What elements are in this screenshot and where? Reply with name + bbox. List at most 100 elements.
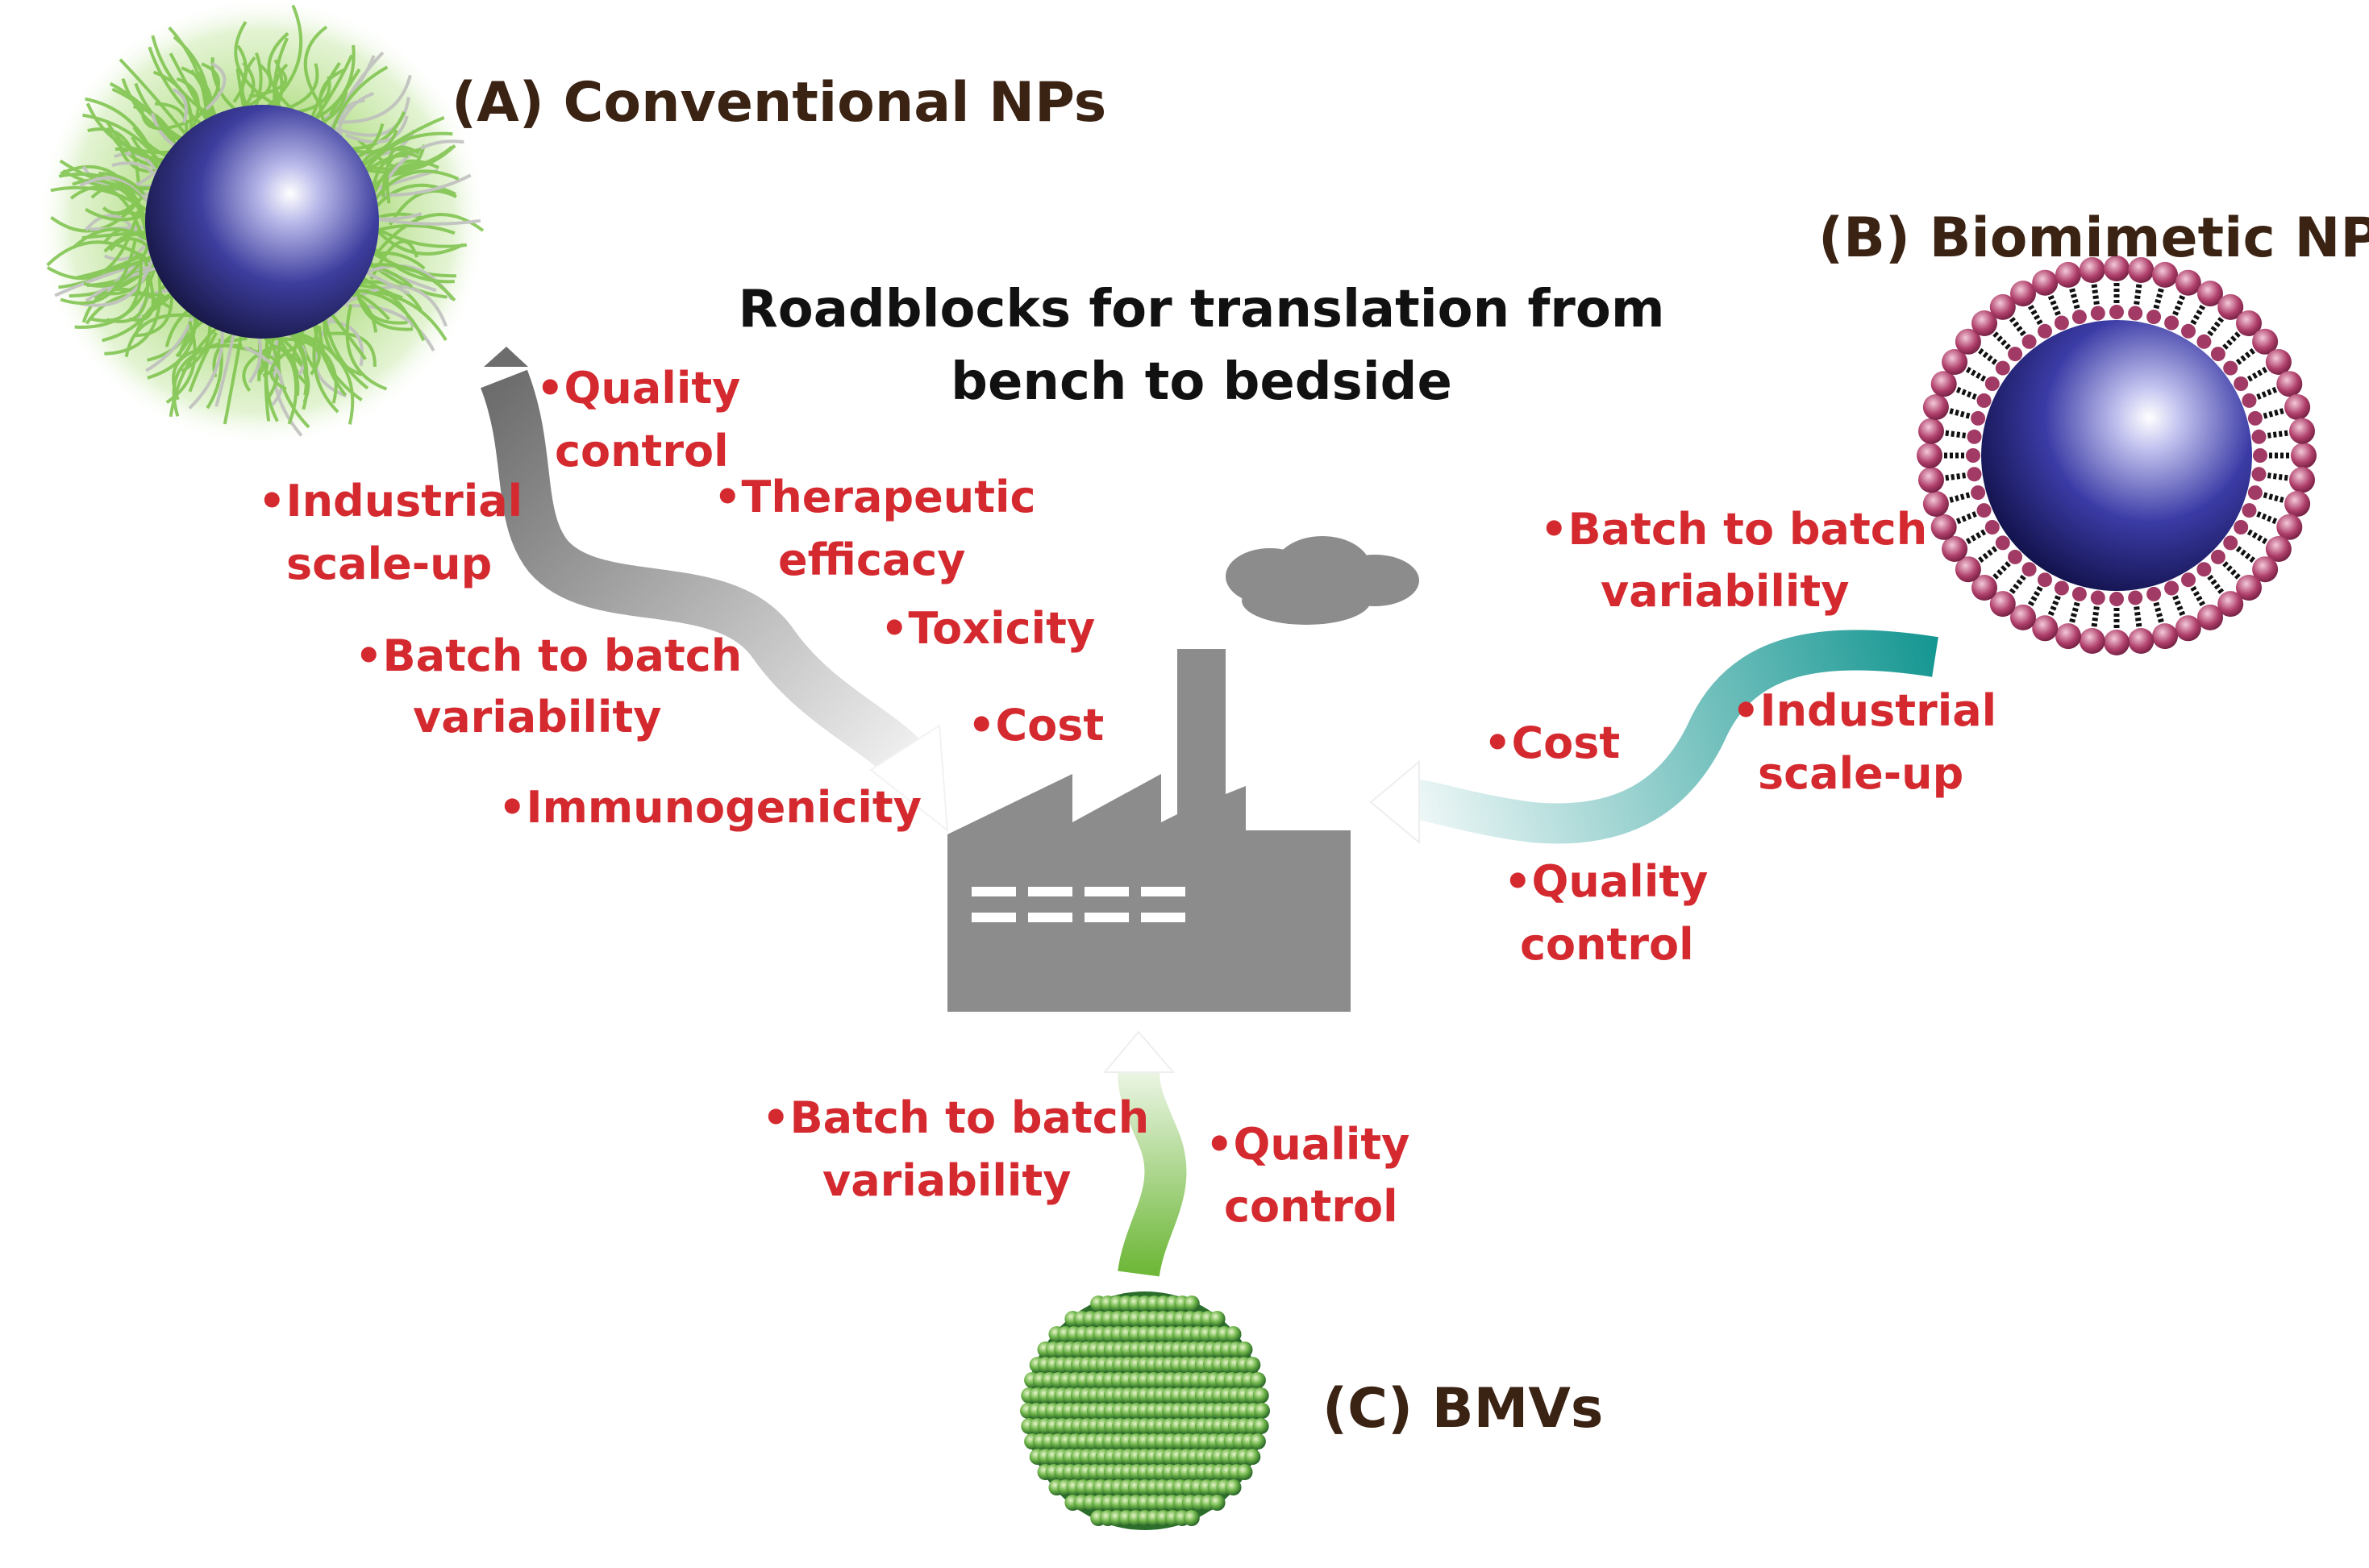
lipid-tail xyxy=(2245,366,2268,384)
lipid-head-outer xyxy=(2252,328,2279,355)
lipid-head-inner xyxy=(1995,360,2010,376)
lipid-head-outer xyxy=(1922,491,1949,517)
lipid-head-outer xyxy=(1971,575,1997,601)
lipid-head-outer xyxy=(1971,310,1997,336)
polymer-fiber xyxy=(172,343,243,401)
bmv-bead xyxy=(1183,1296,1200,1312)
bmv-bead xyxy=(1249,1433,1266,1449)
lipid-head-inner xyxy=(2021,334,2037,349)
lipid-tail xyxy=(2234,544,2255,564)
bmv-bead xyxy=(1225,1326,1242,1342)
lipid-tail xyxy=(2133,284,2142,308)
polymer-fiber xyxy=(242,346,271,392)
lipid-tail xyxy=(2254,509,2278,525)
polymer-fiber xyxy=(345,304,388,391)
title-line-1: Roadblocks for translation from xyxy=(738,280,1664,339)
lipid-head-inner xyxy=(2128,590,2143,605)
lipid-head-inner xyxy=(2247,485,2263,501)
polymer-fiber xyxy=(234,21,279,108)
lipid-head-inner xyxy=(2242,503,2257,518)
lipid-tail xyxy=(1955,509,1980,525)
lipid-head-inner xyxy=(1976,393,1992,408)
lipid-head-outer xyxy=(2128,628,2155,654)
lipid-tail xyxy=(2221,559,2241,580)
polymer-fiber xyxy=(335,74,412,124)
lipid-head-inner xyxy=(2210,347,2225,362)
lipid-head-outer xyxy=(2217,293,2244,320)
lipid-tail xyxy=(2009,572,2028,594)
polymer-fiber xyxy=(88,252,143,322)
polymer-fiber xyxy=(292,323,309,386)
bio-industrial-scaleup-line2: scale-up xyxy=(1758,748,1963,799)
lipid-head-outer xyxy=(2079,257,2105,283)
lipid-tail xyxy=(2188,584,2206,607)
lipid-tail xyxy=(1978,544,2000,564)
lipid-head-inner xyxy=(2247,410,2263,426)
bio-cost: •Cost xyxy=(1484,717,1620,768)
arrow-bmvs-to-factory xyxy=(1102,1030,1187,1278)
polymer-fiber xyxy=(205,62,227,110)
bmv-quality-control-line2: control xyxy=(1224,1181,1398,1232)
arrow-tail-cap xyxy=(484,347,528,367)
lipid-tail xyxy=(2205,572,2225,594)
lipid-head-inner xyxy=(2038,572,2052,588)
bio-batch-variability-line1: •Batch to batch xyxy=(1540,504,1927,555)
lipid-tail xyxy=(1965,366,1988,384)
lipid-head-outer xyxy=(2032,269,2059,296)
polymer-fiber xyxy=(85,97,160,169)
polymer-fiber xyxy=(140,103,196,131)
node-label-conventional: (A) Conventional NPs xyxy=(452,71,1106,135)
lipid-head-inner xyxy=(2146,310,2162,325)
polymer-fiber xyxy=(323,331,377,367)
lipid-head-outer xyxy=(2175,269,2201,296)
lipid-head-outer xyxy=(1989,591,2016,618)
lipid-head-inner xyxy=(2251,467,2267,482)
polymer-fiber xyxy=(303,25,328,110)
lipid-tail xyxy=(2264,472,2288,481)
lipid-head-outer xyxy=(1955,556,1981,583)
lipid-head-outer xyxy=(2217,591,2244,618)
lipid-head-inner xyxy=(2109,592,2124,606)
lipid-head-inner xyxy=(2109,305,2124,319)
polymer-fiber xyxy=(372,154,409,186)
lipid-tail xyxy=(2069,288,2081,312)
lipid-tail xyxy=(1949,408,1973,420)
lipid-head-inner xyxy=(2008,549,2023,564)
bmv-bead xyxy=(1225,1479,1242,1495)
bmv-batch-variability-line1: •Batch to batch xyxy=(762,1092,1149,1143)
lipid-head-outer xyxy=(2152,261,2178,288)
conv-quality-control-line2: control xyxy=(555,426,729,476)
lipid-head-inner xyxy=(1971,485,1986,501)
factory-icon xyxy=(947,536,1419,1012)
lipid-tail xyxy=(1965,527,1988,545)
lipid-head-outer xyxy=(2055,623,2081,650)
lipid-tail xyxy=(1955,386,1980,401)
lipid-head-outer xyxy=(2276,371,2303,397)
polymer-fiber xyxy=(345,115,409,144)
lipid-head-outer xyxy=(2284,491,2311,517)
lipid-head-outer xyxy=(2055,261,2081,288)
lipid-head-inner xyxy=(2223,360,2238,376)
lipid-tail xyxy=(2152,599,2164,623)
lipid-head-outer xyxy=(2236,310,2262,336)
lipid-head-inner xyxy=(2071,310,2087,325)
diagram-title: Roadblocks for translation from bench to… xyxy=(738,280,1664,412)
bmv-bead xyxy=(1254,1403,1270,1419)
bmv-beads xyxy=(1020,1296,1270,1526)
lipid-tail xyxy=(2091,603,2100,627)
polymer-fiber xyxy=(151,35,214,119)
lipid-tail xyxy=(2171,593,2186,617)
lipid-tail xyxy=(2188,304,2206,327)
lipid-head-outer xyxy=(2284,394,2311,420)
conv-cost: •Cost xyxy=(968,700,1104,751)
polymer-fiber xyxy=(214,328,237,407)
lipid-head-outer xyxy=(1942,536,1968,562)
conv-therapeutic-efficacy-line1: •Therapeutic xyxy=(714,472,1036,522)
lipid-head-outer xyxy=(2252,556,2279,583)
lipid-tail xyxy=(2027,584,2045,607)
lipid-head-inner xyxy=(2021,562,2037,577)
lipid-tail xyxy=(1945,430,1969,439)
lipid-tail xyxy=(2264,430,2288,439)
lipid-head-inner xyxy=(1966,448,1980,463)
lipid-head-inner xyxy=(2196,562,2212,577)
